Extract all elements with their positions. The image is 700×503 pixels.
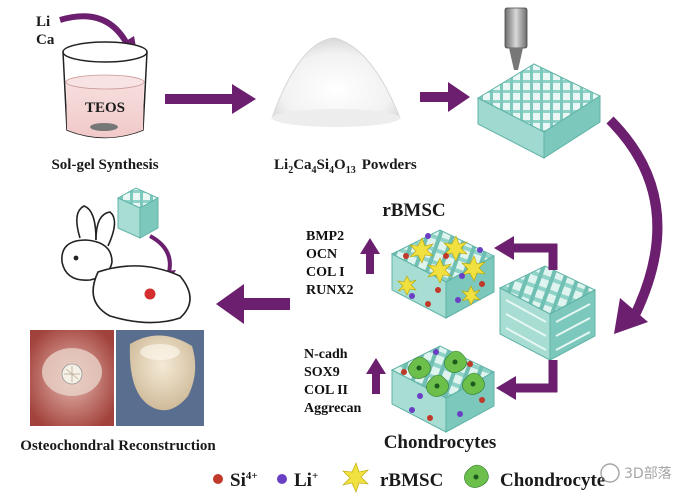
arrow-to-rbmsc bbox=[494, 236, 558, 270]
sol-gel-caption: Sol-gel Synthesis bbox=[51, 157, 158, 173]
liquid-surface bbox=[65, 74, 145, 90]
rabbit-illustration bbox=[61, 187, 191, 324]
stir-bar bbox=[90, 123, 118, 131]
legend-li-swatch bbox=[277, 474, 287, 484]
marker-runx2: RUNX2 bbox=[306, 283, 353, 298]
chondrocyte-scaffold: Chondrocytes bbox=[384, 345, 497, 453]
implant-site bbox=[143, 287, 157, 301]
rabbit-head bbox=[61, 239, 113, 281]
reconstruction-caption: Osteochondral Reconstruction bbox=[20, 438, 216, 454]
legend-si-label: Si4+ bbox=[230, 470, 258, 491]
surgery-photo bbox=[30, 330, 114, 426]
marker-bmp2: BMP2 bbox=[306, 229, 344, 244]
element-ca-label: Ca bbox=[36, 32, 55, 48]
rbmsc-title: rBMSC bbox=[382, 200, 445, 221]
legend-rbmsc-label: rBMSC bbox=[380, 470, 443, 491]
nozzle-tip bbox=[509, 48, 523, 70]
arrow-to-chondrocytes bbox=[496, 360, 558, 400]
print-nozzle bbox=[504, 7, 528, 49]
knee-photo bbox=[116, 330, 204, 426]
rabbit-ear-right bbox=[95, 211, 116, 247]
printed-scaffold-top bbox=[476, 7, 602, 159]
rabbit-ear-left bbox=[76, 205, 97, 241]
watermark: 3D部落 bbox=[600, 463, 672, 483]
marker-col1: COL I bbox=[306, 265, 345, 280]
chondrocyte-markers: N-cadh SOX9 COL II Aggrecan bbox=[304, 347, 386, 416]
rabbit-scaffold-icon bbox=[116, 187, 160, 239]
marker-ncadh: N-cadh bbox=[304, 347, 348, 362]
arrow-to-powders bbox=[165, 84, 256, 114]
legend-li-label: Li+ bbox=[294, 470, 318, 491]
marker-col2: COL II bbox=[304, 383, 348, 398]
rbmsc-ions bbox=[403, 233, 485, 307]
rabbit-eye bbox=[73, 255, 79, 261]
legend-chondrocyte-label: Chondrocyte bbox=[500, 470, 605, 491]
scaffold-middle bbox=[498, 265, 597, 361]
arrow-to-printing bbox=[420, 82, 470, 112]
legend-si-swatch bbox=[213, 474, 223, 484]
legend-rbmsc-icon bbox=[342, 462, 369, 493]
rbmsc-cells bbox=[397, 235, 486, 306]
upregulation-arrow-rbmsc bbox=[360, 238, 380, 274]
marker-sox9: SOX9 bbox=[304, 365, 340, 380]
chondrocyte-cells bbox=[408, 350, 485, 397]
beaker-liquid bbox=[66, 82, 144, 138]
chondrocytes-title: Chondrocytes bbox=[384, 432, 497, 453]
curved-arrow-down bbox=[606, 116, 663, 334]
rbmsc-scaffold: rBMSC bbox=[382, 200, 496, 319]
chondrocyte-ions bbox=[401, 349, 485, 421]
upregulation-arrow-chondro bbox=[366, 358, 386, 394]
rbmsc-markers: BMP2 OCN COL I RUNX2 bbox=[306, 229, 380, 298]
marker-aggrecan: Aggrecan bbox=[304, 401, 361, 416]
marker-ocn: OCN bbox=[306, 247, 337, 262]
wechat-icon bbox=[600, 463, 620, 483]
legend: Si4+ Li+ rBMSC Chondrocyte bbox=[213, 462, 605, 493]
beaker-content-label: TEOS bbox=[85, 100, 125, 116]
sol-gel-beaker: Li Ca TEOS Sol-gel Synthesis bbox=[36, 13, 159, 173]
rabbit-body bbox=[92, 265, 191, 324]
beaker-rim bbox=[62, 41, 148, 63]
arrow-to-reconstruction bbox=[216, 284, 290, 324]
watermark-text: 3D部落 bbox=[624, 466, 672, 482]
element-li-label: Li bbox=[36, 14, 50, 30]
